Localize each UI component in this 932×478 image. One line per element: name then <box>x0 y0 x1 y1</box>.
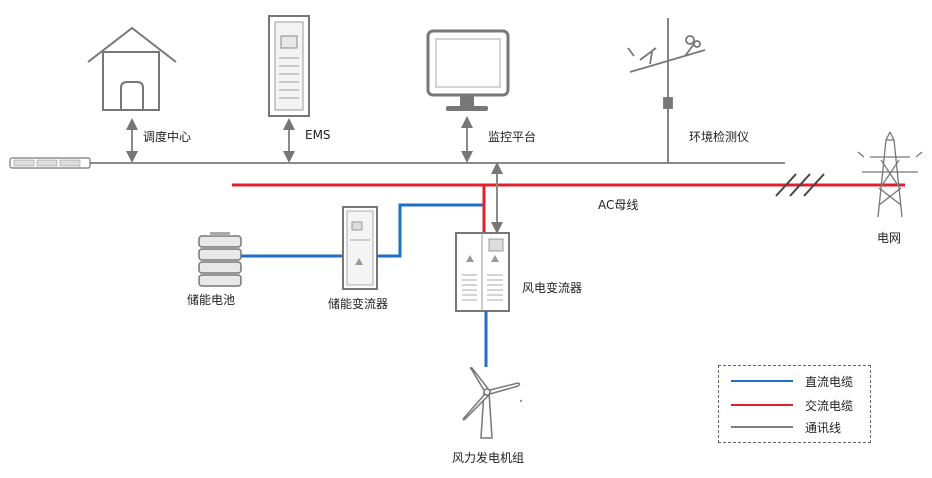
ems-cabinet-icon <box>268 15 310 117</box>
weather-station-icon <box>627 18 706 163</box>
legend-label-ac: 交流电缆 <box>805 399 854 413</box>
ems-label: EMS <box>305 128 331 142</box>
legend-label-dc: 直流电缆 <box>805 375 854 389</box>
monitor-icon <box>426 29 510 111</box>
cable-break-marks <box>775 173 825 197</box>
grid-label: 电网 <box>877 231 902 245</box>
legend-label-comm: 通讯线 <box>805 421 842 435</box>
storage-converter-icon <box>342 206 378 290</box>
dispatch-label: 调度中心 <box>143 130 192 144</box>
wind-converter-label: 风电变流器 <box>522 281 583 295</box>
wind-turbine-label: 风力发电机组 <box>452 451 525 465</box>
monitor-label: 监控平台 <box>488 130 537 144</box>
legend: 直流电缆 交流电缆 通讯线 <box>718 365 871 443</box>
env-monitor-label: 环境检测仪 <box>689 130 750 144</box>
wind-converter-icon <box>455 232 510 312</box>
battery-label: 储能电池 <box>187 293 236 307</box>
house-icon <box>87 26 177 111</box>
legend-swatch-ac <box>731 404 793 406</box>
turbine-dot <box>519 399 523 403</box>
legend-item-dc: 直流电缆 <box>727 372 867 390</box>
legend-item-comm: 通讯线 <box>727 418 867 436</box>
storage-converter-label: 储能变流器 <box>328 297 389 311</box>
legend-swatch-comm <box>731 426 793 428</box>
pylon-icon <box>857 131 923 218</box>
network-switch-icon <box>9 157 91 169</box>
legend-item-ac: 交流电缆 <box>727 396 867 414</box>
ac-bus-label: AC母线 <box>598 198 639 212</box>
legend-swatch-dc <box>731 380 793 382</box>
battery-icon <box>198 232 242 287</box>
wind-turbine-icon <box>462 367 521 439</box>
